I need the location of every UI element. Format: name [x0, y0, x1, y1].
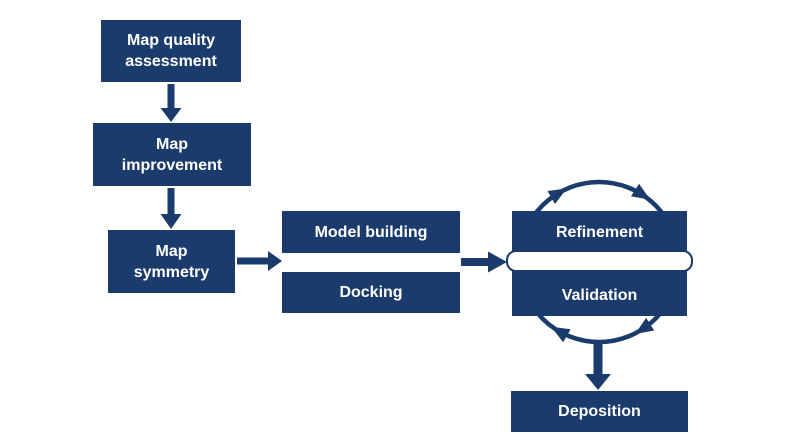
arrow-symmetry-to-building-icon: [237, 251, 282, 271]
arrow-cycle-to-deposition-icon: [585, 344, 611, 390]
node-refinement: Refinement: [512, 211, 687, 253]
node-label: Validation: [561, 286, 638, 304]
node-map-symmetry: Map symmetry: [108, 230, 235, 293]
node-label: Map improvement: [121, 135, 223, 174]
node-label: Model building: [314, 223, 428, 241]
node-label: Docking: [339, 284, 403, 301]
node-deposition: Deposition: [511, 391, 688, 432]
node-map-quality-assessment: Map quality assessment: [101, 20, 241, 82]
node-label: Map symmetry: [133, 242, 210, 281]
node-label: Refinement: [555, 223, 644, 241]
node-refinement-validation-group: Refinement Validation: [512, 211, 687, 316]
cycle-arrowhead-bottom-left-icon: [551, 326, 571, 343]
node-validation: Validation: [512, 274, 687, 316]
arrow-quality-to-improvement-icon: [160, 84, 182, 122]
node-label: Deposition: [558, 403, 641, 420]
node-docking: Docking: [282, 272, 460, 313]
node-map-improvement: Map improvement: [93, 123, 251, 186]
node-label: Map quality assessment: [125, 32, 217, 70]
cycle-arrowhead-top-right-icon: [631, 183, 651, 200]
node-model-building: Model building: [282, 211, 460, 253]
arrow-building-to-refinement-icon: [461, 251, 507, 273]
cycle-arrowhead-bottom-right-icon: [635, 317, 655, 334]
cycle-arrowhead-top-left-icon: [547, 188, 567, 204]
arrow-improvement-to-symmetry-icon: [160, 188, 182, 229]
